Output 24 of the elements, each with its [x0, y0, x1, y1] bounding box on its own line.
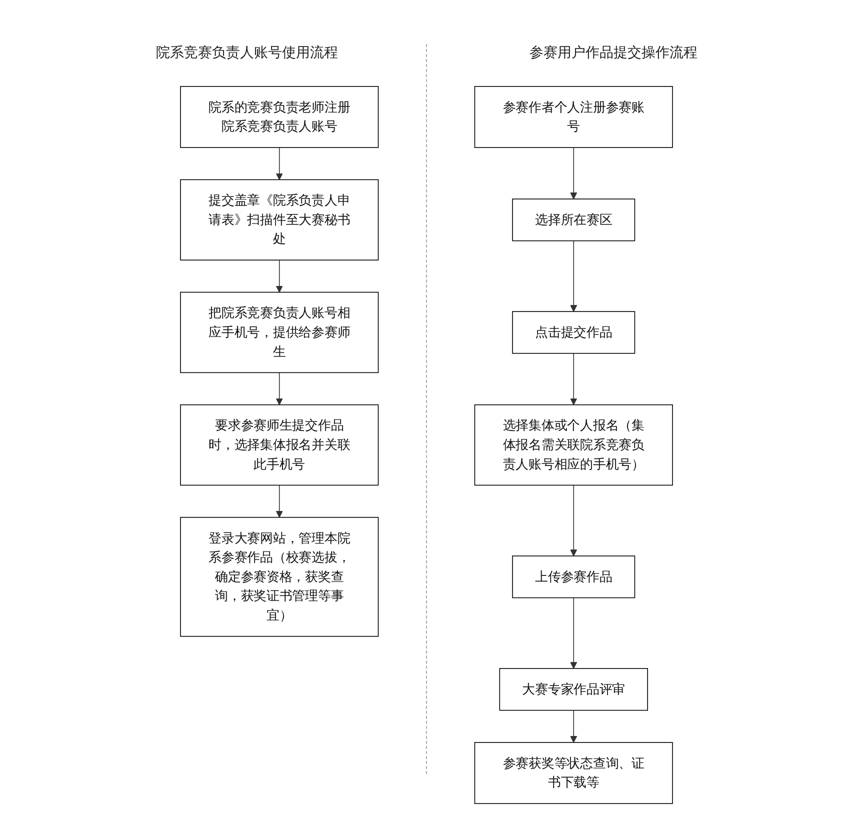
- node-box: 提交盖章《院系负责人申请表》扫描件至大赛秘书处: [180, 179, 379, 260]
- node-box: 选择集体或个人报名（集体报名需关联院系竞赛负责人账号相应的手机号）: [474, 404, 673, 486]
- node-box: 上传参赛作品: [512, 556, 636, 598]
- arrow: [570, 484, 578, 556]
- node-box: 点击提交作品: [512, 311, 636, 354]
- node-box: 登录大赛网站，管理本院系参赛作品（校赛选拔，确定参赛资格，获奖查询，获奖证书管理等事宜）: [180, 516, 379, 637]
- node-box: 大赛专家作品评审: [499, 668, 648, 711]
- node-box: 把院系竞赛负责人账号相应手机号，提供给参赛师生: [180, 292, 379, 374]
- arrow: [570, 710, 578, 743]
- node-box: 参赛作者个人注册参赛账号: [474, 86, 673, 148]
- arrow: [570, 597, 578, 669]
- column-heading: 参赛用户作品提交操作流程: [529, 44, 698, 62]
- column-heading: 院系竞赛负责人账号使用流程: [156, 44, 338, 62]
- node-box: 选择所在赛区: [512, 198, 636, 242]
- arrow: [570, 147, 578, 200]
- arrow: [276, 147, 283, 180]
- node-box: 要求参赛师生提交作品时，选择集体报名并关联此手机号: [180, 404, 379, 486]
- node-box: 参赛获奖等状态查询、证书下载等: [474, 742, 673, 804]
- arrow: [276, 372, 283, 406]
- node-box: 院系的竞赛负责老师注册院系竞赛负责人账号: [180, 86, 379, 148]
- arrow: [570, 352, 578, 406]
- arrow: [276, 260, 283, 293]
- arrow: [276, 484, 283, 518]
- arrow: [570, 240, 578, 312]
